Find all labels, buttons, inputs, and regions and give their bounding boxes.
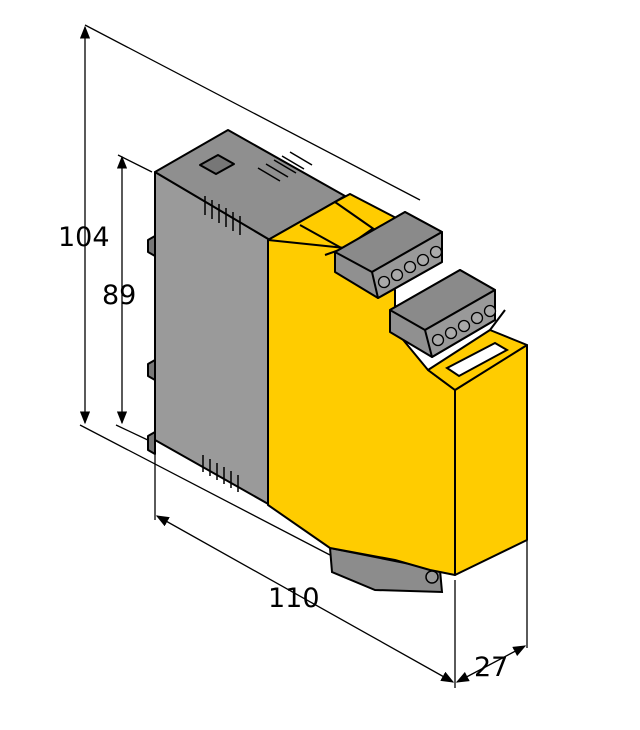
dim-label-110: 110 — [268, 583, 320, 614]
gray-housing — [147, 129, 346, 506]
terminal-block-lower — [389, 269, 497, 358]
dimension-lines — [79, 25, 527, 683]
dim-label-89: 89 — [102, 280, 136, 311]
dim-label-104: 104 — [58, 222, 110, 253]
vent-slots — [202, 151, 313, 492]
terminal-block-upper — [334, 211, 443, 299]
dim-line-110 — [155, 515, 455, 683]
dim-label-27: 27 — [474, 652, 508, 683]
dim-line-27 — [455, 645, 527, 683]
label-window — [445, 341, 510, 378]
yellow-housing — [267, 193, 528, 576]
